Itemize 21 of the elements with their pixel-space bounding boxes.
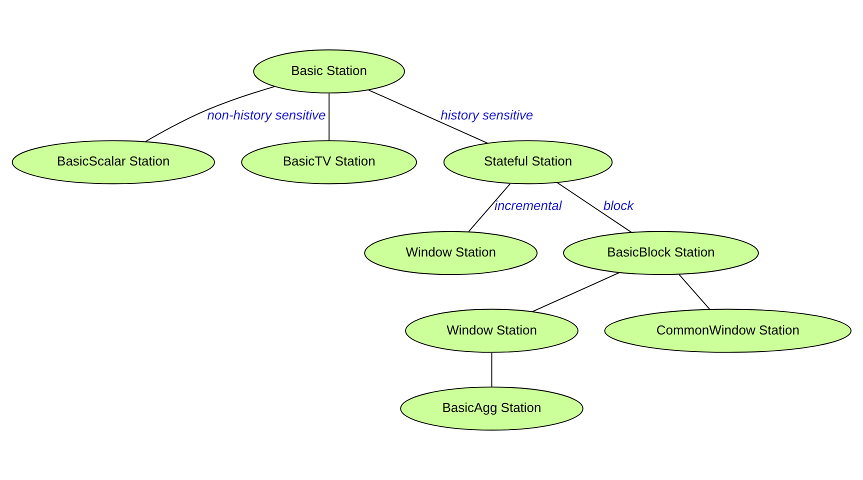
node-ellipse: BasicTV Station bbox=[241, 140, 418, 184]
connector bbox=[368, 90, 488, 144]
edge-label: incremental bbox=[494, 198, 562, 214]
connector bbox=[145, 86, 276, 142]
edge-label: block bbox=[603, 198, 634, 214]
edge-label: history sensitive bbox=[440, 107, 534, 122]
connector bbox=[556, 182, 632, 233]
node-ellipse: Stateful Station bbox=[443, 140, 613, 184]
node-ellipse: Basic Station bbox=[253, 49, 405, 94]
node-ellipse: CommonWindow Station bbox=[604, 308, 852, 353]
connector bbox=[468, 183, 511, 232]
connector bbox=[328, 92, 330, 141]
connector bbox=[678, 274, 710, 310]
node-ellipse: Window Station bbox=[364, 231, 538, 276]
node-ellipse: Window Station bbox=[405, 308, 578, 353]
node-ellipse: BasicScalar Station bbox=[12, 140, 215, 184]
connector bbox=[491, 352, 492, 388]
edge-label: non-history sensitive bbox=[207, 107, 326, 122]
node-ellipse: BasicAgg Station bbox=[400, 386, 584, 431]
connector bbox=[532, 272, 620, 312]
node-ellipse: BasicBlock Station bbox=[563, 231, 759, 276]
